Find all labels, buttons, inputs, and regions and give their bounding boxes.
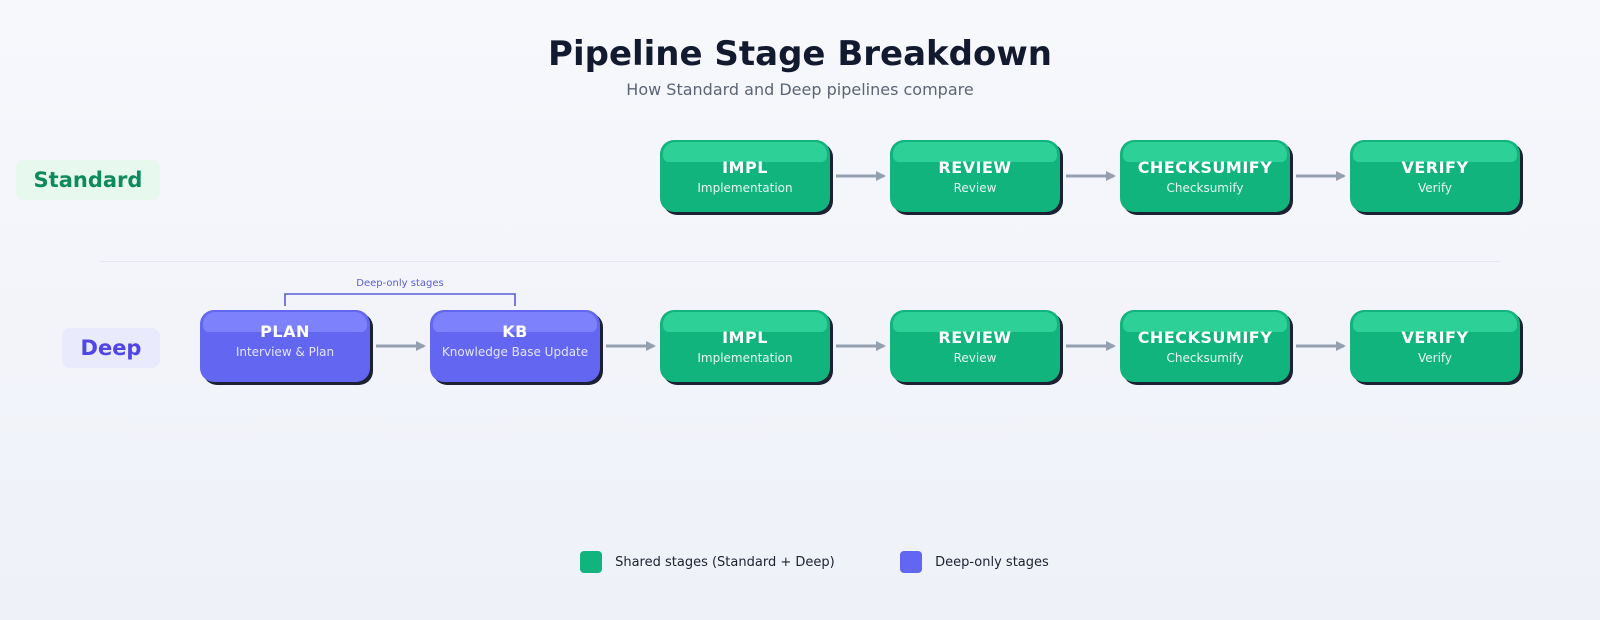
stage-code: IMPL — [722, 158, 768, 177]
legend-swatch-shared — [580, 551, 602, 573]
deep-only-bracket — [284, 293, 516, 306]
stage-standard-checksumify[interactable]: CHECKSUMIFY Checksumify — [1120, 140, 1290, 212]
stage-description: Review — [953, 351, 997, 365]
stage-description: Checksumify — [1166, 351, 1244, 365]
legend-item-shared: Shared stages (Standard + Deep) — [580, 551, 835, 573]
stage-deep-checksumify[interactable]: CHECKSUMIFY Checksumify — [1120, 310, 1290, 382]
row-label-standard: Standard — [16, 160, 160, 200]
stage-deep-impl[interactable]: IMPL Implementation — [660, 310, 830, 382]
legend-label-deep-only: Deep-only stages — [935, 554, 1049, 570]
row-divider — [100, 261, 1500, 262]
deep-only-bracket-label: Deep-only stages — [356, 278, 444, 289]
row-label-deep: Deep — [62, 328, 160, 368]
stage-deep-kb[interactable]: KB Knowledge Base Update — [430, 310, 600, 382]
stage-deep-review[interactable]: REVIEW Review — [890, 310, 1060, 382]
stage-deep-plan[interactable]: PLAN Interview & Plan — [200, 310, 370, 382]
stage-description: Implementation — [697, 351, 793, 365]
stage-code: PLAN — [260, 322, 310, 341]
stage-standard-review[interactable]: REVIEW Review — [890, 140, 1060, 212]
stage-code: REVIEW — [938, 328, 1012, 347]
stage-description: Review — [953, 181, 997, 195]
page-subtitle: How Standard and Deep pipelines compare — [626, 80, 974, 99]
stage-deep-verify[interactable]: VERIFY Verify — [1350, 310, 1520, 382]
stage-description: Implementation — [697, 181, 793, 195]
stage-code: REVIEW — [938, 158, 1012, 177]
stage-description: Interview & Plan — [235, 345, 335, 359]
stage-standard-verify[interactable]: VERIFY Verify — [1350, 140, 1520, 212]
stage-code: IMPL — [722, 328, 768, 347]
legend-label-shared: Shared stages (Standard + Deep) — [615, 554, 835, 570]
stage-code: VERIFY — [1401, 158, 1469, 177]
stage-description: Checksumify — [1166, 181, 1244, 195]
stage-code: VERIFY — [1401, 328, 1469, 347]
legend-swatch-deep-only — [900, 551, 922, 573]
stage-description: Verify — [1417, 351, 1453, 365]
legend-item-deep-only: Deep-only stages — [900, 551, 1049, 573]
stage-code: CHECKSUMIFY — [1137, 158, 1273, 177]
stage-standard-impl[interactable]: IMPL Implementation — [660, 140, 830, 212]
stage-description: Knowledge Base Update — [441, 345, 589, 359]
page-title: Pipeline Stage Breakdown — [548, 34, 1052, 74]
stage-description: Verify — [1417, 181, 1453, 195]
stage-code: KB — [502, 322, 528, 341]
stage-code: CHECKSUMIFY — [1137, 328, 1273, 347]
